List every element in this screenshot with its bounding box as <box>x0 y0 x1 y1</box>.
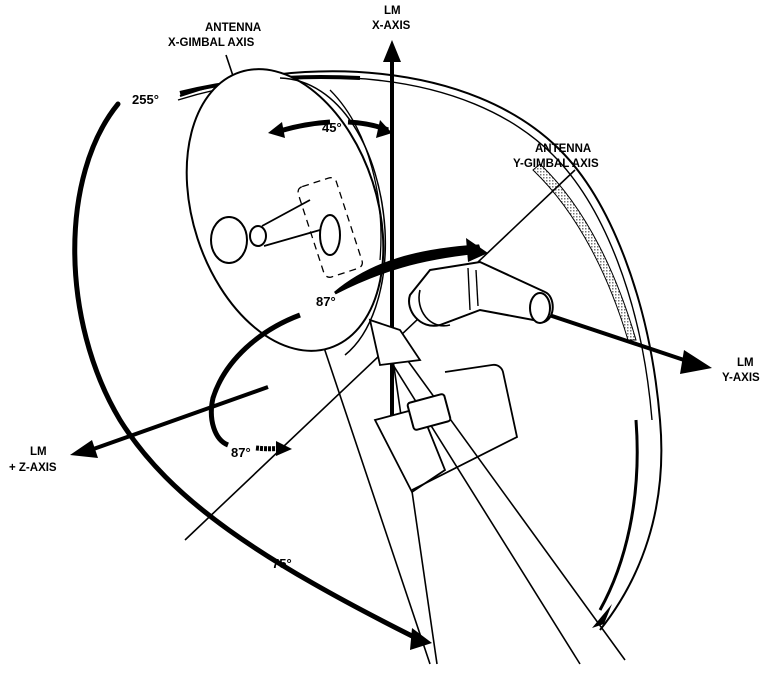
y-gimbal-upper-arrow <box>334 238 488 295</box>
label-antenna-x-gimbal-line1: ANTENNA <box>205 22 261 34</box>
beam-line-3 <box>392 359 438 665</box>
label-antenna-y-gimbal-line1: ANTENNA <box>535 143 591 155</box>
lm-x-axis-arrowhead <box>383 40 401 62</box>
angle-label-45: 45° <box>322 120 342 135</box>
angle-label-75: 75° <box>272 556 292 571</box>
y-gimbal-housing <box>368 260 554 366</box>
label-lm-y-line2: Y-AXIS <box>722 372 760 384</box>
label-antenna-y-gimbal-line2: Y-GIMBAL AXIS <box>513 158 599 170</box>
lm-z-axis-arrowhead <box>70 440 98 458</box>
lm-y-axis-line <box>539 310 691 364</box>
label-lm-x-line2: X-AXIS <box>372 20 411 32</box>
label-antenna-x-gimbal-line2: X-GIMBAL AXIS <box>168 37 255 49</box>
lm-z-axis-line <box>84 385 269 454</box>
angle-45-arc <box>268 119 392 138</box>
angle-label-255: 255° <box>132 92 159 107</box>
y-gimbal-lower-arrow <box>208 312 301 456</box>
label-lm-z-line2: + Z-AXIS <box>9 462 57 474</box>
label-lm-z-line1: LM <box>30 446 47 458</box>
angle-label-87-lower: 87° <box>231 445 251 460</box>
angle-label-87-upper: 87° <box>316 294 336 309</box>
antenna-dish <box>185 68 387 356</box>
label-lm-x-line1: LM <box>384 5 401 17</box>
label-lm-y-line1: LM <box>737 357 754 369</box>
lm-y-axis-arrowhead <box>680 350 712 374</box>
base-plate <box>373 363 519 494</box>
